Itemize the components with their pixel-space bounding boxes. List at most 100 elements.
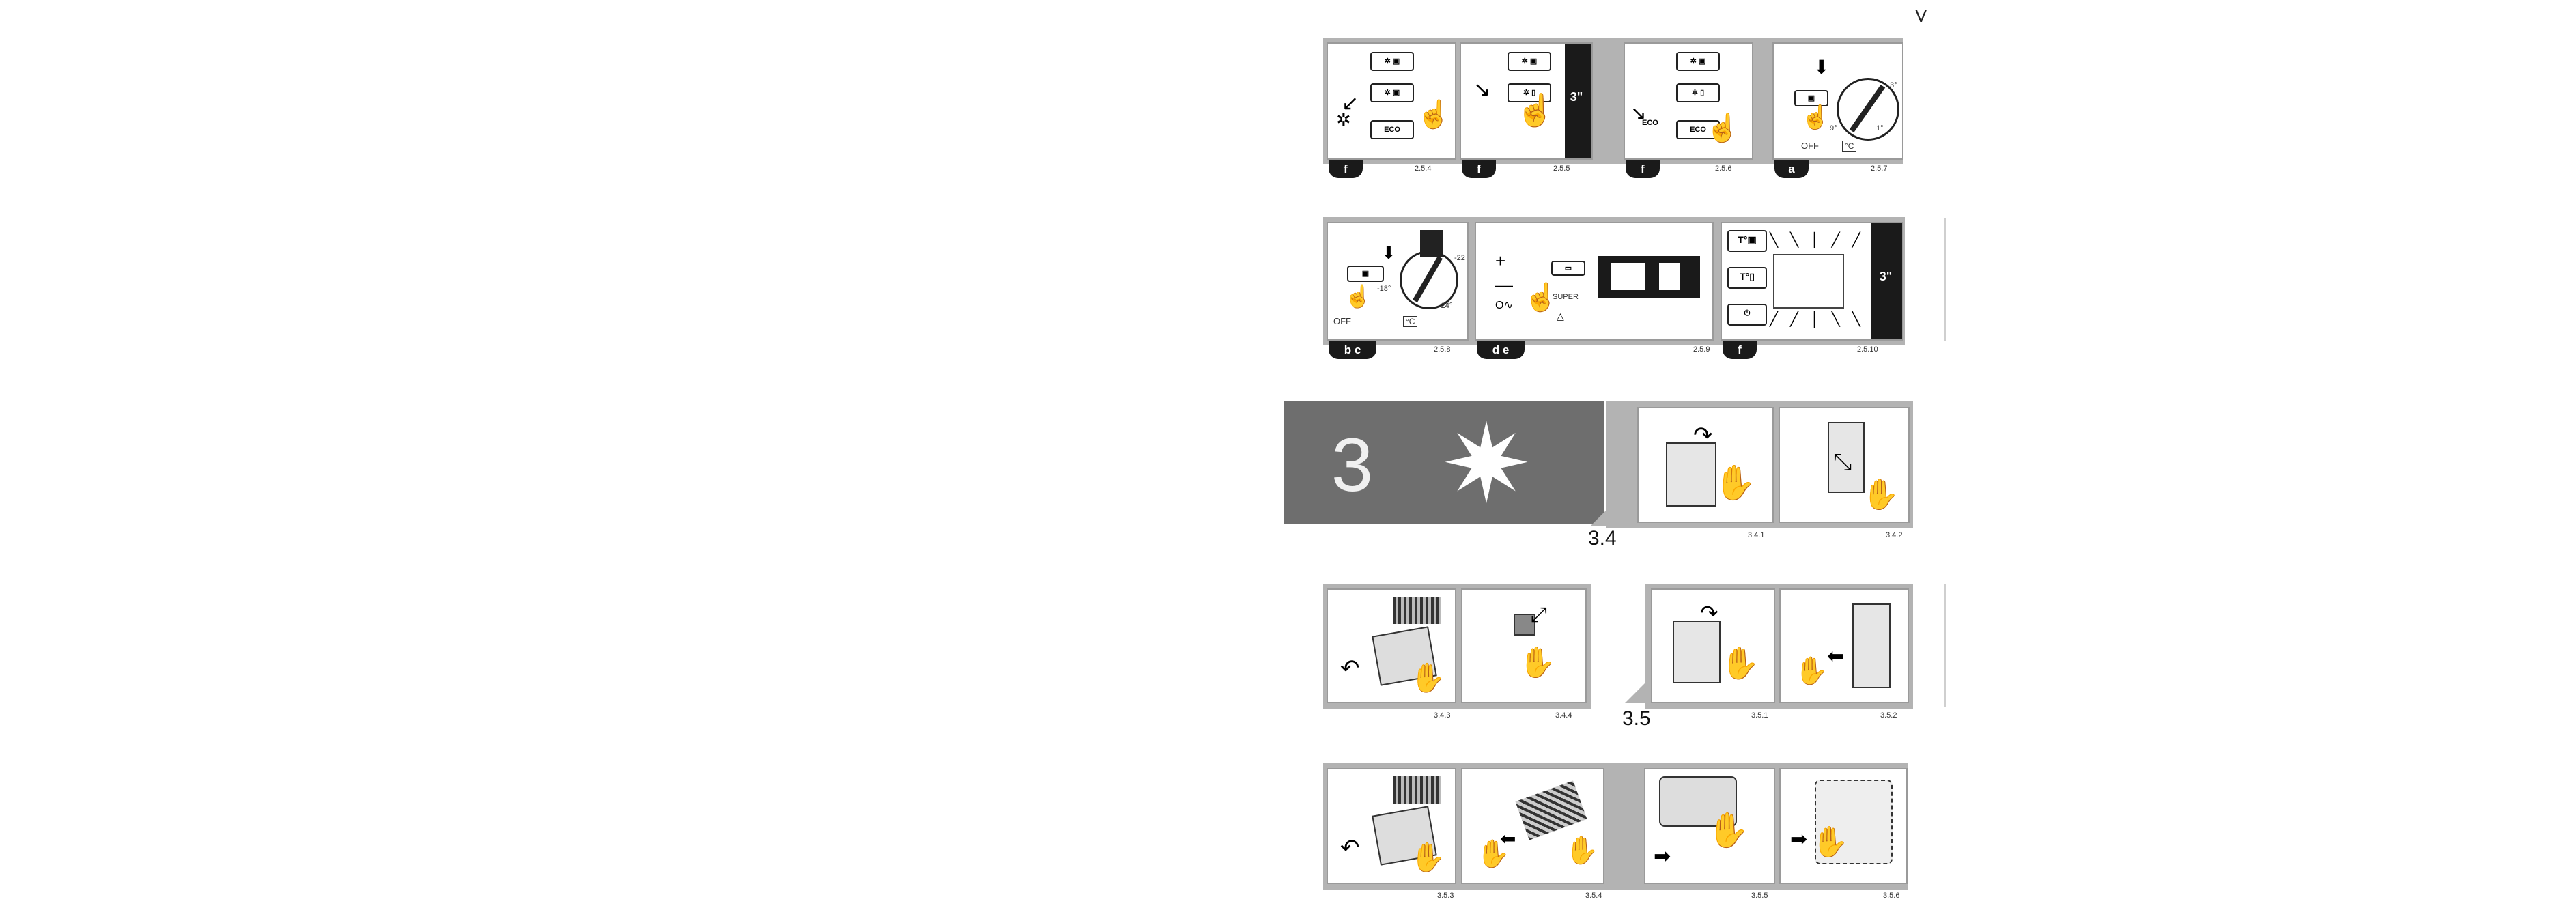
badge: d e	[1477, 341, 1525, 359]
tray-shape	[1659, 776, 1737, 827]
drawer-shape	[1673, 621, 1721, 683]
power-button: ⏻	[1727, 304, 1767, 326]
arrow-left-icon: ⬅	[1500, 828, 1516, 849]
panel-shape	[1852, 604, 1891, 688]
figure-label: 3.4.2	[1886, 531, 1903, 539]
t-freezer-button: T°▯	[1727, 267, 1767, 289]
figure-label: 3.5.3	[1437, 892, 1454, 900]
badge: f	[1462, 160, 1496, 178]
unit-label: °C	[1842, 141, 1857, 152]
dial-mark: -24°	[1439, 302, 1453, 310]
eco-button: ECO	[1370, 120, 1414, 139]
tray-shape	[1815, 780, 1893, 864]
display-digit	[1659, 263, 1680, 290]
slider-switch: ▣	[1347, 266, 1384, 282]
figure-label: 2.5.5	[1553, 165, 1570, 173]
bulb-shape	[1514, 614, 1535, 636]
snowflake-button: ✲ ▣	[1676, 52, 1720, 71]
panel-3-5-3: ↶ ✋	[1327, 768, 1456, 884]
figure-label: 3.5.2	[1880, 711, 1897, 720]
arrow-left-icon: ⬅	[1827, 645, 1845, 668]
section-corner	[1591, 505, 1611, 526]
arrow-diagonal-icon: ⤡	[1833, 449, 1852, 475]
hand-icon: ✋	[1518, 646, 1556, 679]
figure-label: 2.5.4	[1415, 165, 1432, 173]
badge: f	[1329, 160, 1363, 178]
panel-3-5-4: ⬅ ✋ ✋	[1461, 768, 1604, 884]
figure-label: 3.4.3	[1434, 711, 1451, 720]
dial-indicator	[1413, 255, 1443, 303]
figure-label: 3.5.5	[1751, 892, 1768, 900]
hand-icon: ✋	[1476, 839, 1510, 869]
arrow-down-icon: ⬇	[1381, 242, 1396, 263]
display-icon	[1420, 230, 1443, 257]
snowflake-button: ✲ ▣	[1370, 52, 1414, 71]
snowflake-button: ✲ ▣	[1508, 52, 1551, 71]
figure-label: 3.4.4	[1555, 711, 1572, 720]
hand-icon: ✋	[1862, 478, 1899, 511]
blink-rays: ╱╱│╲╲	[1770, 312, 1873, 327]
panel-3-5-2: ⬅ ✋	[1779, 588, 1909, 703]
panel-2-5-8: ⬇ ▣ -18° -24° -22 OFF °C ☝	[1327, 222, 1469, 341]
page-letter: V	[1915, 5, 1927, 26]
dial-mark: 1°	[1876, 124, 1884, 132]
hand-icon: ✋	[1721, 645, 1760, 681]
figure-label: 2.5.9	[1693, 345, 1710, 354]
figure-label: 3.5.4	[1585, 892, 1602, 900]
badge: f	[1626, 160, 1660, 178]
hand-icon: ✋	[1565, 836, 1599, 866]
drawer-shape	[1666, 442, 1716, 507]
blink-display	[1773, 254, 1844, 309]
snowflake-button-2: ✲ ▯	[1676, 83, 1720, 102]
panel-2-5-6: ✲ ▣ ✲ ▯ ECO ↘ ECO ☝	[1624, 42, 1753, 160]
off-label: OFF	[1333, 316, 1351, 326]
hand-icon: ✋	[1410, 662, 1446, 694]
section-corner	[1625, 683, 1645, 703]
dial-mark: -18°	[1377, 285, 1391, 293]
figure-label: 2.5.8	[1434, 345, 1451, 354]
super-label: SUPER	[1553, 293, 1579, 301]
hand-icon: ☝	[1516, 92, 1555, 128]
badge: a	[1774, 160, 1809, 178]
hand-icon: ☝	[1801, 104, 1830, 130]
t-fridge-label: T°	[1738, 234, 1748, 245]
unit-label: °C	[1403, 316, 1418, 327]
hand-icon: ☝	[1524, 283, 1558, 313]
arrow-down-icon: ⬇	[1813, 57, 1830, 78]
arrow-icon: ↘	[1630, 102, 1647, 124]
figure-label: 2.5.7	[1871, 165, 1888, 173]
arrow-curve-icon: ↷	[1700, 601, 1718, 625]
key-icon: O∿	[1495, 300, 1513, 311]
panel-2-5-5: ✲ ▣ ✲ ▯ ↘ ☝ 3"	[1460, 42, 1593, 160]
panel-3-5-5: ➡ ✋	[1644, 768, 1775, 884]
figure-label: 2.5.6	[1715, 165, 1732, 173]
hand-icon: ☝	[1344, 284, 1372, 309]
dial-mark: -22	[1454, 254, 1465, 262]
super-button: ▭	[1551, 261, 1585, 276]
panel-3-4-2: ⤡ ✋	[1779, 407, 1910, 523]
panel-3-4-1: ↷ ✋	[1637, 407, 1774, 523]
off-label: OFF	[1801, 141, 1819, 151]
panel-2-5-7: ⬇ ▣ 3° 9° 1° OFF °C ☝	[1772, 42, 1903, 160]
panel-3-4-3: ↶ ✋	[1327, 588, 1456, 703]
grille-shape	[1393, 776, 1441, 804]
panel-2-5-10: T°▣ T°▯ ⏻ ╲╲│╱╱ ╱╱│╲╲ 3"	[1721, 222, 1903, 341]
figure-label: 3.5.1	[1751, 711, 1768, 720]
hold-time: 3"	[1570, 90, 1583, 104]
slider-switch: ▣	[1794, 90, 1828, 106]
dial-mark: 9°	[1830, 124, 1837, 132]
page-divider	[1944, 218, 1946, 341]
thermostat-dial	[1837, 78, 1899, 141]
arrow-icon: ↘	[1473, 79, 1491, 101]
hand-icon: ✋	[1714, 464, 1757, 502]
hand-icon: ✋	[1707, 811, 1750, 849]
section-label: 3.4	[1588, 527, 1617, 550]
chapter-number: 3	[1331, 423, 1374, 507]
hand-icon: ☝	[1705, 113, 1740, 143]
plus-icon: +	[1495, 251, 1506, 271]
hand-icon: ☝	[1417, 100, 1451, 130]
grille-shape	[1515, 780, 1587, 840]
figure-label: 3.4.1	[1748, 531, 1765, 539]
snowflake-icon: ✲	[1336, 109, 1351, 130]
badge: f	[1723, 341, 1757, 359]
